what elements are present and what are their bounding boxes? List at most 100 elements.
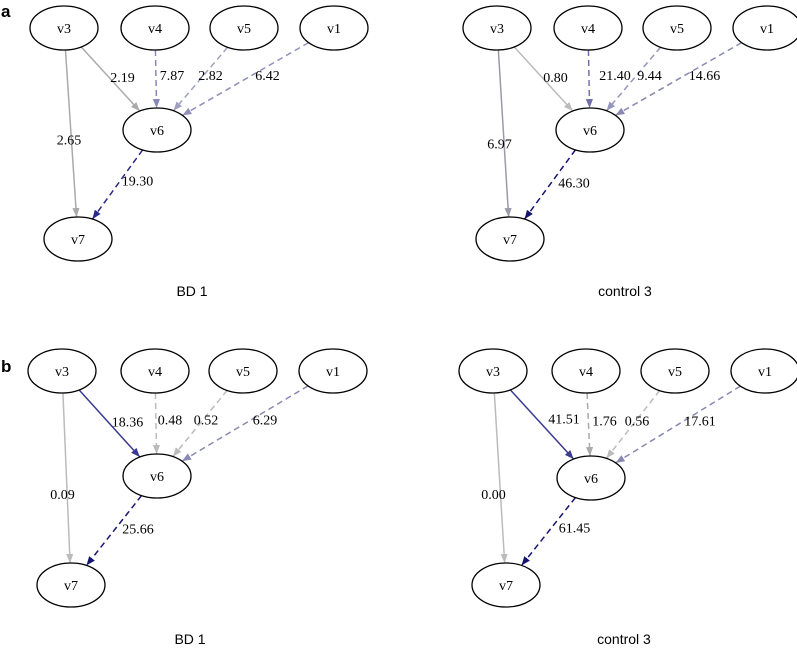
edge-label-v3-v7: 0.00	[481, 488, 506, 503]
edge-label-v6-v7: 19.30	[122, 175, 154, 190]
edge-label-v1-v6: 14.66	[689, 69, 721, 84]
node-label: v5	[237, 22, 251, 37]
caption-b-right: control 3	[597, 631, 651, 647]
node-v7: v7	[471, 562, 541, 608]
edge-label-v4-v6: 0.48	[158, 414, 183, 429]
node-label: v7	[499, 579, 513, 594]
edge-label-v1-v6: 6.29	[253, 414, 278, 429]
node-label: v5	[236, 365, 250, 380]
node-v3: v3	[27, 348, 97, 394]
caption-b-left: BD 1	[174, 631, 206, 647]
node-v3: v3	[458, 348, 528, 394]
node-label: v3	[57, 22, 71, 37]
node-v5: v5	[640, 348, 710, 394]
node-label: v1	[326, 365, 340, 380]
graph-a-right: 0.80 21.40 9.44 14.66 6.97 46.30 v3 v4 v5 v1 v6 v7	[462, 5, 797, 262]
node-v7: v7	[43, 216, 113, 262]
edge-label-v3-v6: 41.51	[548, 413, 580, 428]
edge-v3-v6	[509, 389, 575, 460]
edge-v3-v7	[64, 49, 80, 218]
edge-label-v3-v6: 2.19	[110, 71, 135, 86]
edge-v5-v6	[172, 46, 229, 112]
node-label: v7	[64, 579, 78, 594]
edge-label-v3-v7: 2.65	[57, 134, 82, 149]
node-label: v3	[55, 365, 69, 380]
edge-label-v4-v6: 7.87	[160, 69, 185, 84]
edge-v6-v7	[523, 149, 577, 220]
caption-a-right: control 3	[598, 283, 652, 299]
node-v6: v6	[555, 107, 625, 153]
node-v5: v5	[642, 5, 712, 51]
node-label: v6	[583, 124, 597, 139]
node-label: v1	[758, 365, 772, 380]
caption-a-left: BD 1	[176, 283, 208, 299]
edge-label-v6-v7: 25.66	[122, 523, 154, 538]
edge-v5-v6	[605, 46, 662, 112]
node-v1: v1	[730, 348, 797, 394]
edge-v3-v6	[513, 46, 574, 112]
edge-label-v3-v7: 6.97	[487, 138, 512, 153]
node-v5: v5	[209, 5, 279, 51]
node-label: v4	[148, 365, 162, 380]
edge-v4-v6	[585, 49, 593, 109]
edge-v1-v6	[615, 385, 741, 464]
node-label: v6	[150, 470, 164, 485]
edge-v1-v6	[615, 41, 742, 117]
node-label: v5	[668, 365, 682, 380]
edge-label-v1-v6: 17.61	[684, 415, 716, 430]
edge-label-v3-v6: 0.80	[543, 71, 568, 86]
edge-label-v3-v6: 18.36	[112, 416, 144, 431]
edge-label-v6-v7: 61.45	[559, 522, 591, 537]
node-label: v5	[670, 22, 684, 37]
edge-v4-v6	[152, 392, 161, 455]
edge-v6-v7	[85, 495, 143, 566]
node-v1: v1	[732, 5, 797, 51]
edge-label-v3-v7: 0.09	[50, 488, 75, 503]
edge-v3-v7	[497, 49, 512, 218]
node-v4: v4	[120, 5, 190, 51]
edge-v6-v7	[91, 149, 144, 220]
node-label: v7	[71, 233, 85, 248]
edge-v3-v7	[62, 392, 74, 564]
node-label: v4	[579, 365, 593, 380]
node-v3: v3	[29, 5, 99, 51]
edge-v1-v6	[182, 41, 309, 117]
edge-v5-v6	[172, 389, 228, 458]
edge-label-v4-v6: 21.40	[599, 69, 631, 84]
node-label: v4	[148, 22, 162, 37]
edge-v4-v6	[585, 392, 594, 457]
panel-letter-b: b	[1, 357, 12, 376]
edge-v3-v6	[78, 389, 141, 458]
node-v7: v7	[36, 562, 106, 608]
node-v7: v7	[475, 216, 545, 262]
edge-v3-v7	[493, 392, 508, 564]
edge-v6-v7	[520, 497, 577, 566]
panel-letter-a: a	[1, 2, 11, 21]
node-v4: v4	[551, 348, 621, 394]
edge-label-v5-v6: 9.44	[637, 69, 662, 84]
edge-label-v5-v6: 2.82	[198, 69, 223, 84]
edge-v1-v6	[181, 385, 309, 462]
edge-v4-v6	[152, 49, 160, 109]
node-v3: v3	[462, 5, 532, 51]
node-v5: v5	[208, 348, 278, 394]
node-label: v1	[327, 22, 341, 37]
edge-v5-v6	[605, 390, 661, 459]
edge-label-v5-v6: 0.52	[194, 414, 219, 429]
edge-label-v6-v7: 46.30	[558, 177, 590, 192]
graph-b-left: 18.36 0.48 0.52 6.29 0.09 25.66 v3 v4 v5 v1 v6 v7	[27, 348, 368, 608]
node-label: v6	[584, 472, 598, 487]
node-label: v4	[581, 22, 595, 37]
graph-a-left: 2.19 7.87 2.82 6.42 2.65 19.30 v3 v4 v5 v1 v6 v7	[29, 5, 369, 262]
node-v6: v6	[122, 107, 192, 153]
node-label: v6	[150, 124, 164, 139]
edge-v3-v6	[80, 46, 141, 112]
edge-label-v1-v6: 6.42	[255, 69, 280, 84]
node-v6: v6	[122, 453, 192, 499]
edge-label-v4-v6: 1.76	[592, 415, 617, 430]
node-v4: v4	[553, 5, 623, 51]
node-v1: v1	[298, 348, 368, 394]
